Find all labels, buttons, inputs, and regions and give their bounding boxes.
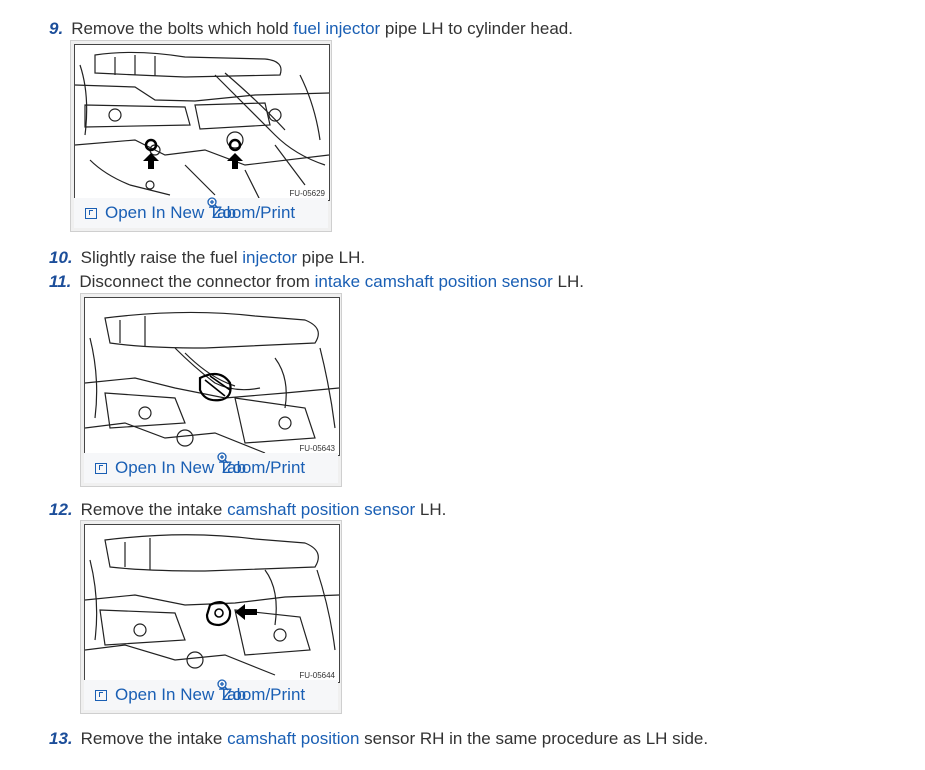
zoom-in-icon: [207, 197, 219, 209]
open-label: Open In New Tab: [115, 685, 247, 704]
step-text: Slightly raise the fuel: [80, 248, 243, 267]
link-camshaft-position[interactable]: camshaft position: [227, 729, 360, 748]
open-in-new-tab-icon: [95, 463, 107, 474]
step-number: 10.: [49, 248, 73, 267]
link-camshaft-position-sensor[interactable]: camshaft position sensor: [227, 500, 416, 519]
step-text: Remove the bolts which hold: [71, 19, 294, 38]
figure-fu-05644: FU-05644 Open In New Tab Zoom/Print: [80, 520, 342, 714]
step-text: LH.: [552, 272, 584, 291]
figure-code: FU-05629: [289, 189, 325, 198]
step-text: sensor RH in the same procedure as LH si…: [359, 729, 709, 748]
zoom-print-button[interactable]: Zoom/Print: [217, 679, 306, 705]
step-text: pipe LH.: [297, 248, 366, 267]
step-10: 10. Slightly raise the fuel injector pipe…: [49, 248, 365, 268]
engine-illustration-1[interactable]: FU-05629: [74, 44, 330, 201]
step-13: 13. Remove the intake camshaft position s…: [49, 729, 708, 749]
figure-toolbar: Open In New Tab Zoom/Print: [84, 679, 338, 710]
figure-fu-05629: FU-05629 Open In New Tab Zoom/Print: [70, 40, 332, 232]
step-text: Remove the intake: [80, 729, 228, 748]
link-fuel-injector[interactable]: fuel injector: [293, 19, 381, 38]
step-11: 11. Disconnect the connector from intake …: [49, 272, 584, 292]
step-text: pipe LH to cylinder head.: [380, 19, 573, 38]
engine-illustration-3[interactable]: FU-05644: [84, 524, 340, 683]
figure-toolbar: Open In New Tab Zoom/Print: [74, 197, 328, 228]
figure-code: FU-05644: [299, 671, 335, 680]
step-number: 11.: [49, 272, 72, 291]
link-injector[interactable]: injector: [242, 248, 298, 267]
open-in-new-tab-icon: [95, 690, 107, 701]
engine-illustration-2[interactable]: FU-05643: [84, 297, 340, 456]
zoom-print-button[interactable]: Zoom/Print: [217, 452, 306, 478]
open-label: Open In New Tab: [115, 458, 247, 477]
zoom-label: Zoom/Print: [222, 685, 306, 704]
step-12: 12. Remove the intake camshaft position s…: [49, 500, 446, 520]
link-intake-camshaft-position-sensor[interactable]: intake camshaft position sensor: [314, 272, 553, 291]
step-number: 9.: [49, 19, 64, 38]
engine-drawing: [85, 311, 339, 454]
engine-drawing: [85, 534, 339, 676]
step-text: LH.: [415, 500, 447, 519]
zoom-print-button[interactable]: Zoom/Print: [207, 197, 296, 223]
zoom-in-icon: [217, 452, 229, 464]
engine-drawing: [75, 51, 329, 200]
figure-code: FU-05643: [299, 444, 335, 453]
step-9: 9. Remove the bolts which hold fuel injec…: [49, 19, 573, 39]
open-in-new-tab-button[interactable]: Open In New Tab: [95, 458, 246, 478]
open-in-new-tab-icon: [85, 208, 97, 219]
zoom-in-icon: [217, 679, 229, 691]
zoom-label: Zoom/Print: [212, 203, 296, 222]
step-text: Remove the intake: [80, 500, 228, 519]
step-text: Disconnect the connector from: [79, 272, 315, 291]
step-number: 13.: [49, 729, 73, 748]
figure-toolbar: Open In New Tab Zoom/Print: [84, 452, 338, 483]
open-in-new-tab-button[interactable]: Open In New Tab: [85, 203, 236, 223]
open-in-new-tab-button[interactable]: Open In New Tab: [95, 685, 246, 705]
zoom-label: Zoom/Print: [222, 458, 306, 477]
open-label: Open In New Tab: [105, 203, 237, 222]
figure-fu-05643: FU-05643 Open In New Tab Zoom/Print: [80, 293, 342, 487]
step-number: 12.: [49, 500, 73, 519]
